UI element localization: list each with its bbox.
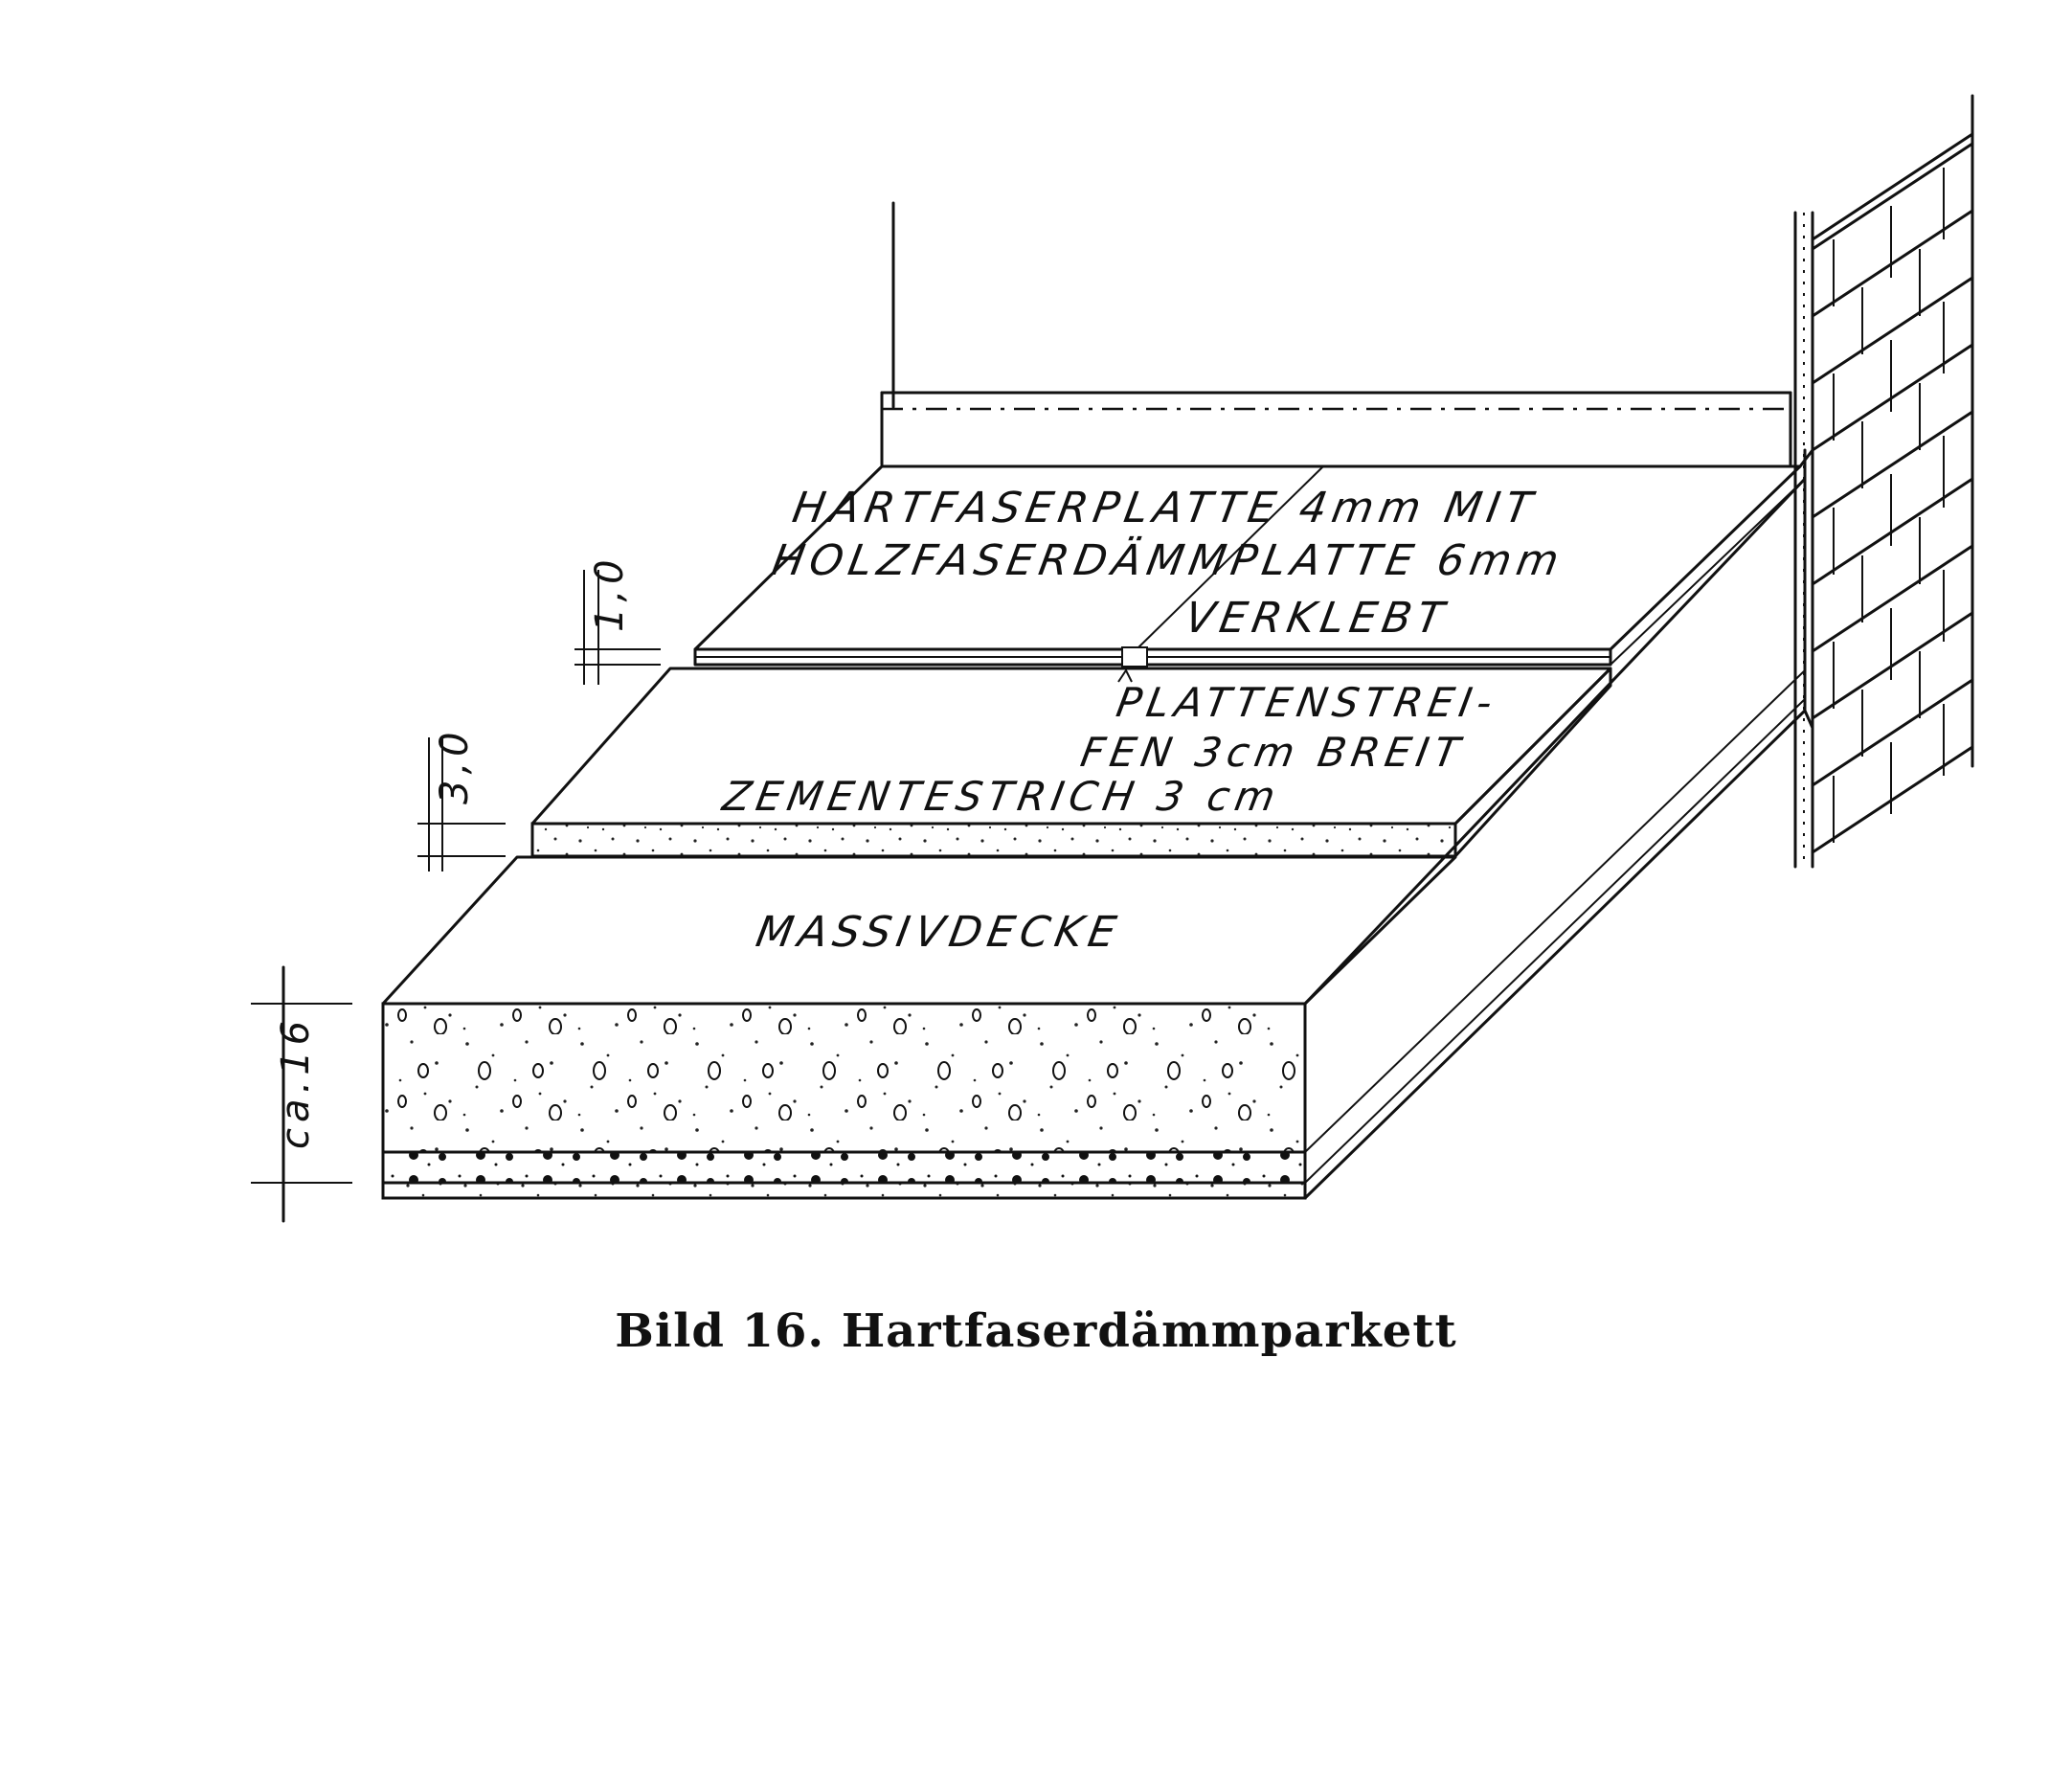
hardboard-layer <box>693 464 1802 668</box>
dimension-top: 1,0 <box>574 554 661 685</box>
label-hardboard-line2: HOLZFASERDÄMMPLATTE 6mm <box>768 535 1568 585</box>
dimension-bottom: ca.16 <box>251 965 352 1223</box>
dimension-top-label: 1,0 <box>588 554 632 632</box>
figure-caption: Bild 16. Hartfaserdämmparkett <box>615 1304 1457 1358</box>
label-strip-line2: FEN 3cm BREIT <box>1077 729 1469 776</box>
label-hardboard: HARTFASERPLATTE 4mm MIT HOLZFASERDÄMMPLA… <box>768 484 1568 643</box>
label-hardboard-line3: VERKLEBT <box>1182 594 1453 643</box>
skirting-board <box>880 391 1792 466</box>
label-strip-line1: PLATTENSTREI- <box>1113 679 1501 726</box>
dimension-middle-label: 3,0 <box>433 726 477 804</box>
label-screed: ZEMENTESTRICH 3 cm <box>718 773 1284 820</box>
label-hardboard-line1: HARTFASERPLATTE 4mm MIT <box>789 484 1542 532</box>
dimension-middle: 3,0 <box>417 726 506 871</box>
concrete-slab <box>381 448 1814 1200</box>
dimension-bottom-label: ca.16 <box>274 1015 318 1149</box>
screed-layer <box>530 667 1612 858</box>
strip-arrow-icon <box>1117 668 1133 683</box>
label-slab: MASSIVDECKE <box>753 908 1125 957</box>
label-strip: PLATTENSTREI- FEN 3cm BREIT <box>1077 668 1501 776</box>
brick-wall <box>1793 94 1974 869</box>
